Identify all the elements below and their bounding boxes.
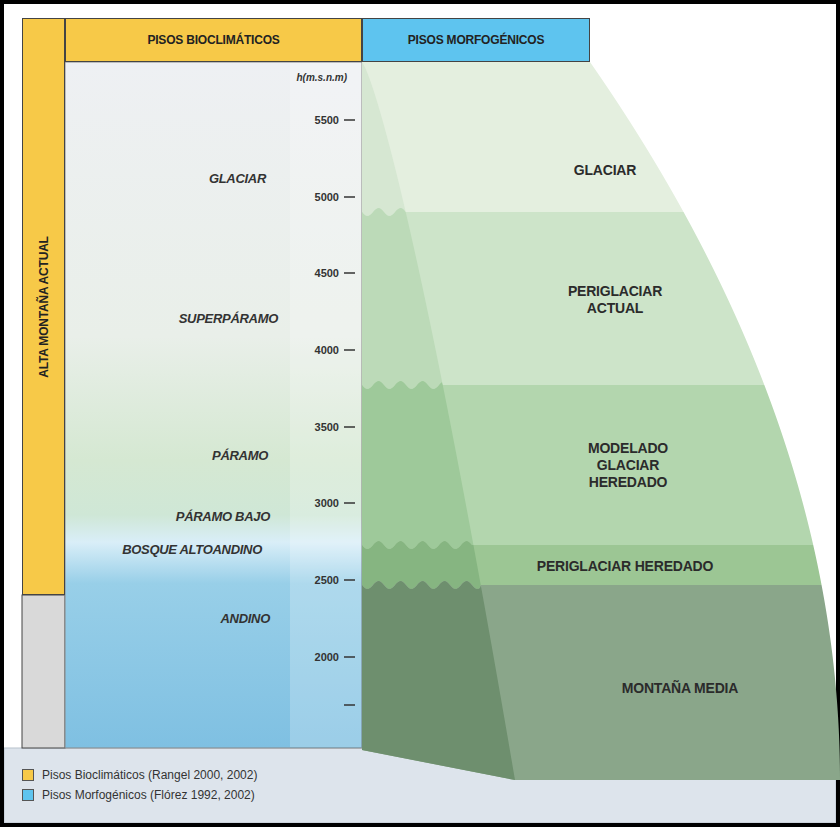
- band-label: PERIGLACIAR ACTUAL: [550, 283, 680, 317]
- tick-label: 5000: [315, 191, 339, 203]
- legend: Pisos Bioclimáticos (Rangel 2000, 2002) P…: [22, 768, 257, 808]
- band-front: [362, 208, 764, 389]
- legend-text: Pisos Morfogénicos (Flórez 1992, 2002): [42, 788, 255, 802]
- band-side: [362, 62, 406, 216]
- tick: [344, 196, 355, 198]
- bar-label: ALTA MONTAÑA ACTUAL: [37, 236, 51, 378]
- band-shape: [362, 579, 840, 786]
- axis-strip: [290, 63, 361, 747]
- tick-label: 2500: [315, 574, 339, 586]
- zone-label: PÁRAMO BAJO: [176, 509, 270, 524]
- tick-label: 3500: [315, 421, 339, 433]
- band-label: MONTAÑA MEDIA: [622, 680, 738, 697]
- tick-label: 4000: [315, 344, 339, 356]
- band-shape: [362, 379, 815, 551]
- axis-ticks: [344, 120, 355, 705]
- tick: [344, 656, 355, 658]
- morphogenic-band: MODELADO GLACIAR HEREDADO: [362, 379, 815, 551]
- zone-label: SUPERPÁRAMO: [179, 311, 278, 326]
- morphogenic-band: GLACIAR: [362, 56, 685, 218]
- tick: [344, 704, 355, 706]
- band-side: [362, 381, 473, 549]
- band-front: [362, 541, 822, 589]
- band-label: GLACIAR: [574, 162, 636, 179]
- band-side: [362, 208, 443, 389]
- legend-swatch: [22, 769, 34, 781]
- zone-label: GLACIAR: [209, 171, 266, 186]
- tick-label: 3000: [315, 497, 339, 509]
- tick: [344, 272, 355, 274]
- tick-label: 4500: [315, 267, 339, 279]
- tick: [344, 502, 355, 504]
- morphogenic-band: MONTAÑA MEDIA: [362, 579, 840, 786]
- morphogenic-band: PERIGLACIAR ACTUAL: [362, 206, 766, 391]
- bioclimatic-header: PISOS BIOCLIMÁTICOS: [65, 18, 362, 62]
- band-label: MODELADO GLACIAR HEREDADO: [578, 440, 678, 490]
- header-label: PISOS MORFOGÉNICOS: [408, 33, 544, 47]
- zone-label: PÁRAMO: [212, 448, 268, 463]
- band-shape: [362, 56, 685, 218]
- altitude-bar: ALTA MONTAÑA ACTUAL: [22, 18, 65, 595]
- legend-text: Pisos Bioclimáticos (Rangel 2000, 2002): [42, 768, 257, 782]
- tick: [344, 349, 355, 351]
- grey-column: [22, 595, 65, 748]
- zone-label: BOSQUE ALTOANDINO: [122, 542, 262, 557]
- bioclimatic-panel: [65, 62, 362, 748]
- band-front: [362, 62, 684, 216]
- zone-label: ANDINO: [221, 611, 270, 626]
- tick: [344, 426, 355, 428]
- morphogenic-band: PERIGLACIAR HEREDADO: [362, 539, 823, 591]
- tick: [344, 119, 355, 121]
- band-front: [362, 581, 840, 780]
- tick: [344, 579, 355, 581]
- legend-entry: Pisos Bioclimáticos (Rangel 2000, 2002): [22, 768, 257, 782]
- tick-label: 5500: [315, 114, 339, 126]
- axis-title: h(m.s.n.m): [296, 72, 347, 83]
- legend-entry: Pisos Morfogénicos (Flórez 1992, 2002): [22, 788, 257, 802]
- band-side: [362, 581, 515, 780]
- band-label: PERIGLACIAR HEREDADO: [537, 558, 713, 575]
- header-label: PISOS BIOCLIMÁTICOS: [147, 33, 279, 47]
- morphogenic-header: PISOS MORFOGÉNICOS: [362, 18, 590, 62]
- tick-label: 2000: [315, 651, 339, 663]
- legend-swatch: [22, 789, 34, 801]
- band-shape: [362, 206, 766, 391]
- band-front: [362, 381, 813, 549]
